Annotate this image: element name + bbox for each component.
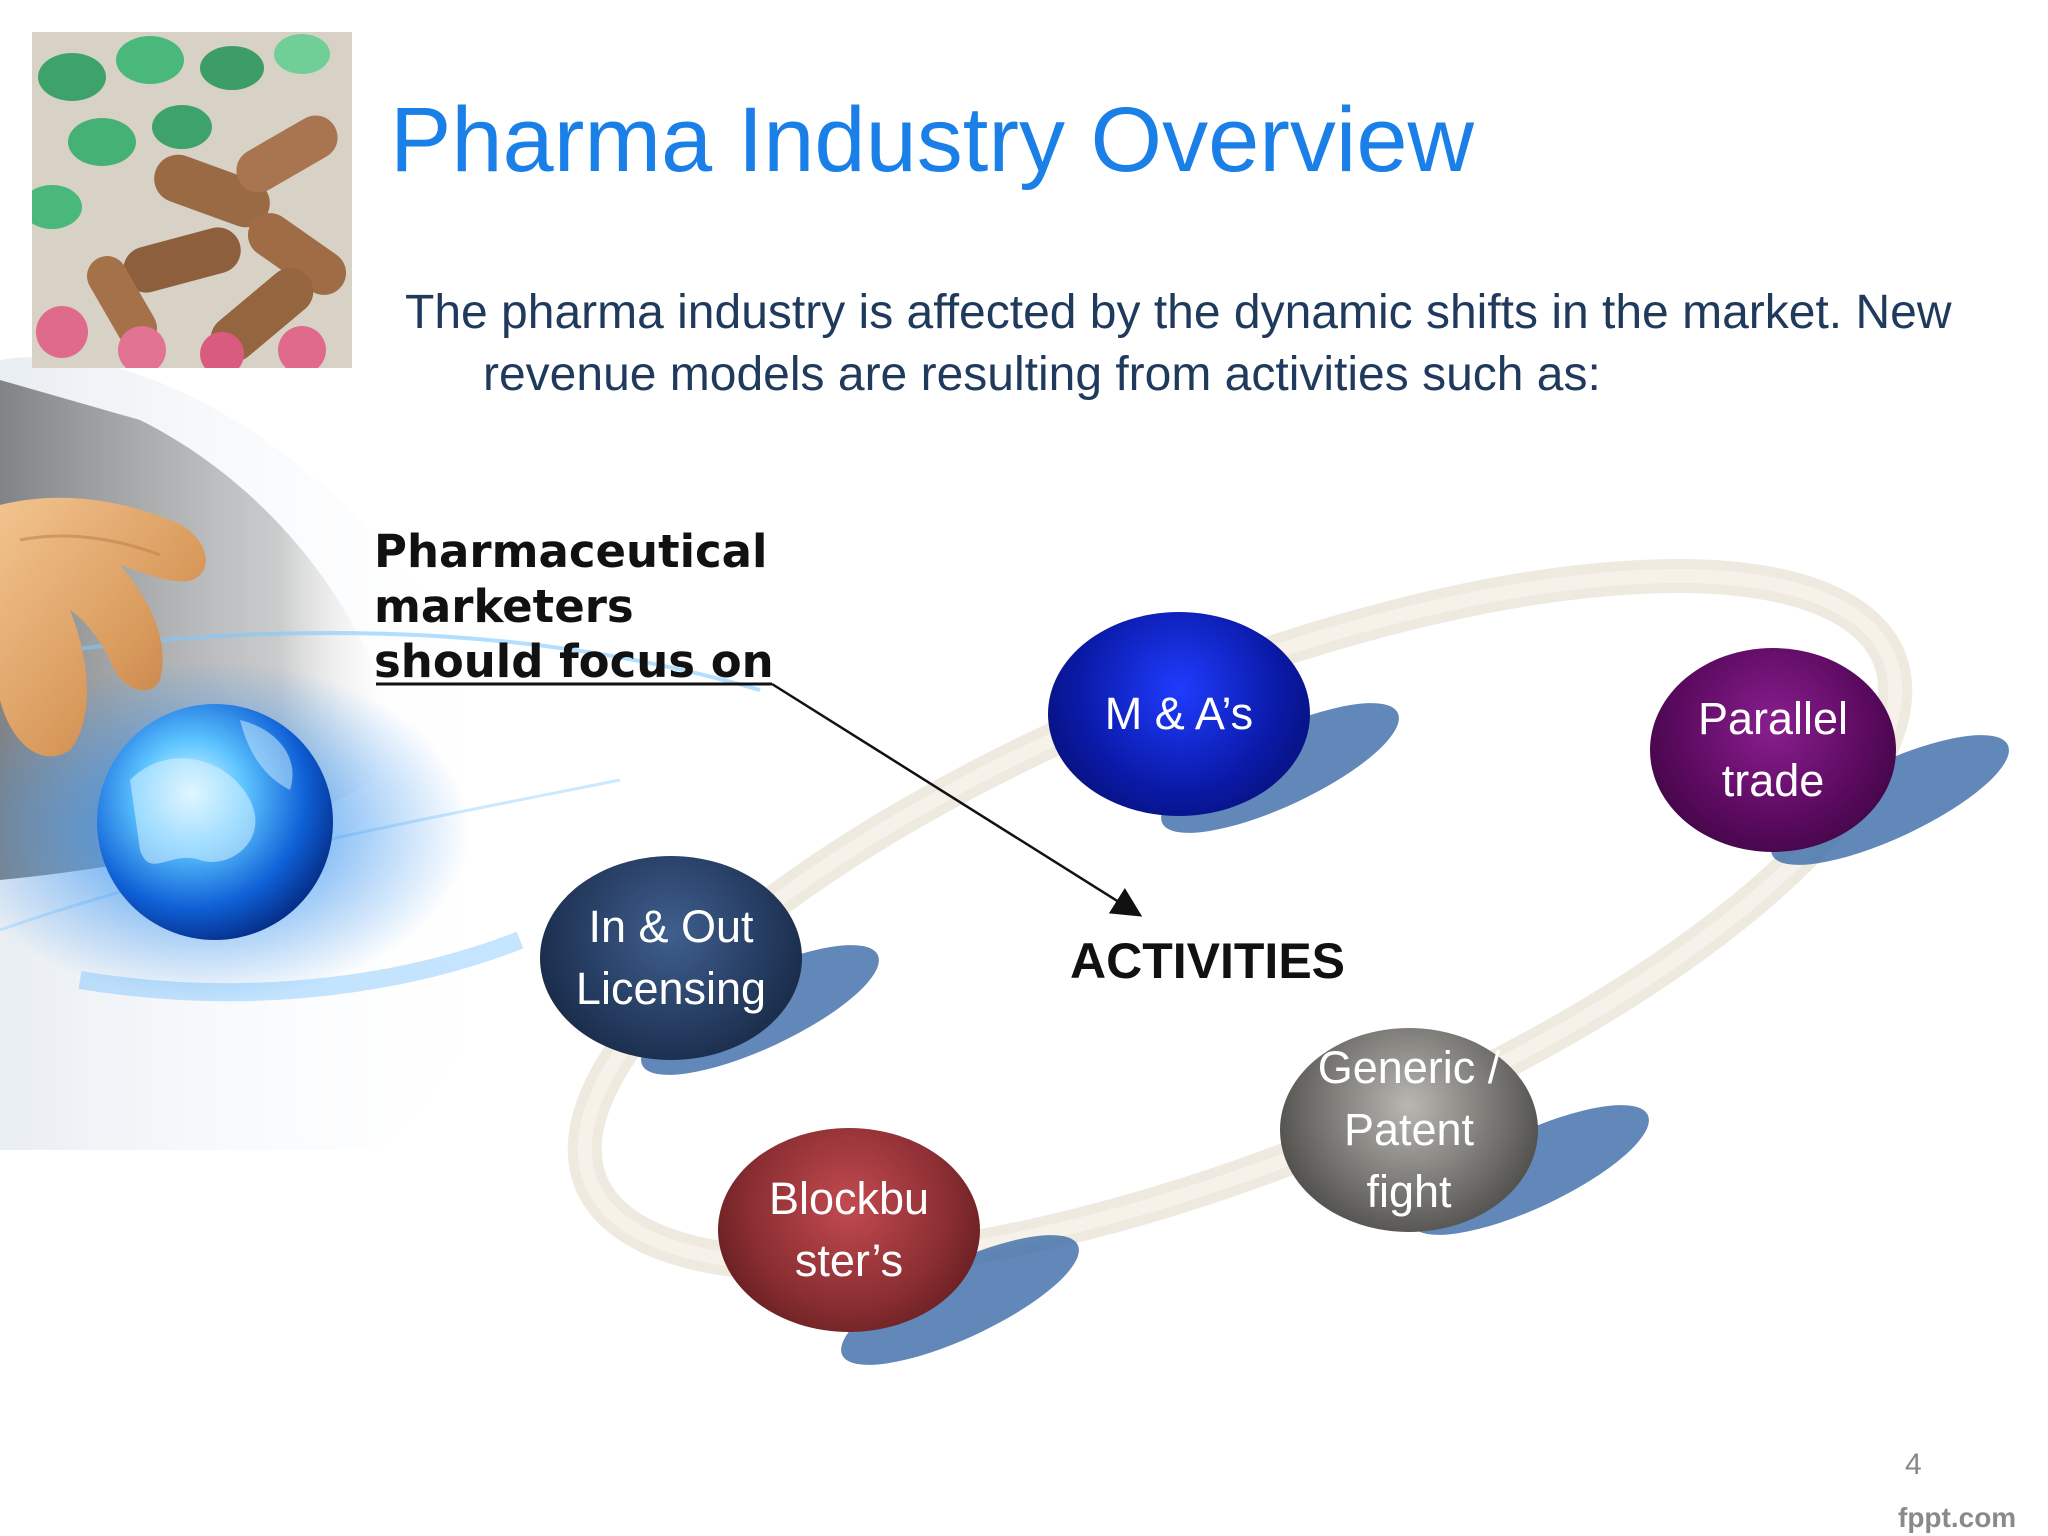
focus-line-2: marketers xyxy=(374,580,634,633)
activities-label: ACTIVITIES xyxy=(1070,933,1346,989)
focus-arrow xyxy=(771,682,1143,917)
node-mergers-acquisitions: M & A’s xyxy=(1048,612,1310,816)
node-label-line: ster’s xyxy=(794,1235,904,1286)
node-label-line: Licensing xyxy=(575,963,767,1014)
node-label-line: Parallel xyxy=(1697,693,1849,744)
hand-image xyxy=(0,497,206,757)
page-number: 4 xyxy=(1905,1448,1922,1481)
pills-photo xyxy=(32,32,352,368)
node-parallel-trade: Parallel trade xyxy=(1650,648,1896,852)
focus-line-1: Pharmaceutical xyxy=(374,525,768,578)
focus-line-3: should focus on xyxy=(374,635,774,688)
node-label-line: trade xyxy=(1721,755,1825,806)
node-label-line: fight xyxy=(1366,1166,1452,1217)
node-licensing: In & Out Licensing xyxy=(540,856,802,1060)
node-shadow xyxy=(841,1235,1079,1365)
node-label-line: Blockbu xyxy=(768,1173,930,1224)
node-label-line: M & A’s xyxy=(1104,688,1254,739)
node-blockbusters: Blockbu ster’s xyxy=(718,1128,980,1332)
watermark-text: fppt.com xyxy=(1898,1502,2017,1533)
slide-title: Pharma Industry Overview xyxy=(390,89,1474,191)
focus-callout: Pharmaceutical marketers should focus on xyxy=(374,524,814,689)
node-generic-patent: Generic / Patent fight xyxy=(1280,1028,1538,1232)
node-label-line: Generic / xyxy=(1317,1042,1501,1093)
intro-paragraph: The pharma industry is affected by the d… xyxy=(405,286,1952,401)
node-label-line: In & Out xyxy=(588,901,754,952)
node-label-line: Patent xyxy=(1343,1104,1475,1155)
